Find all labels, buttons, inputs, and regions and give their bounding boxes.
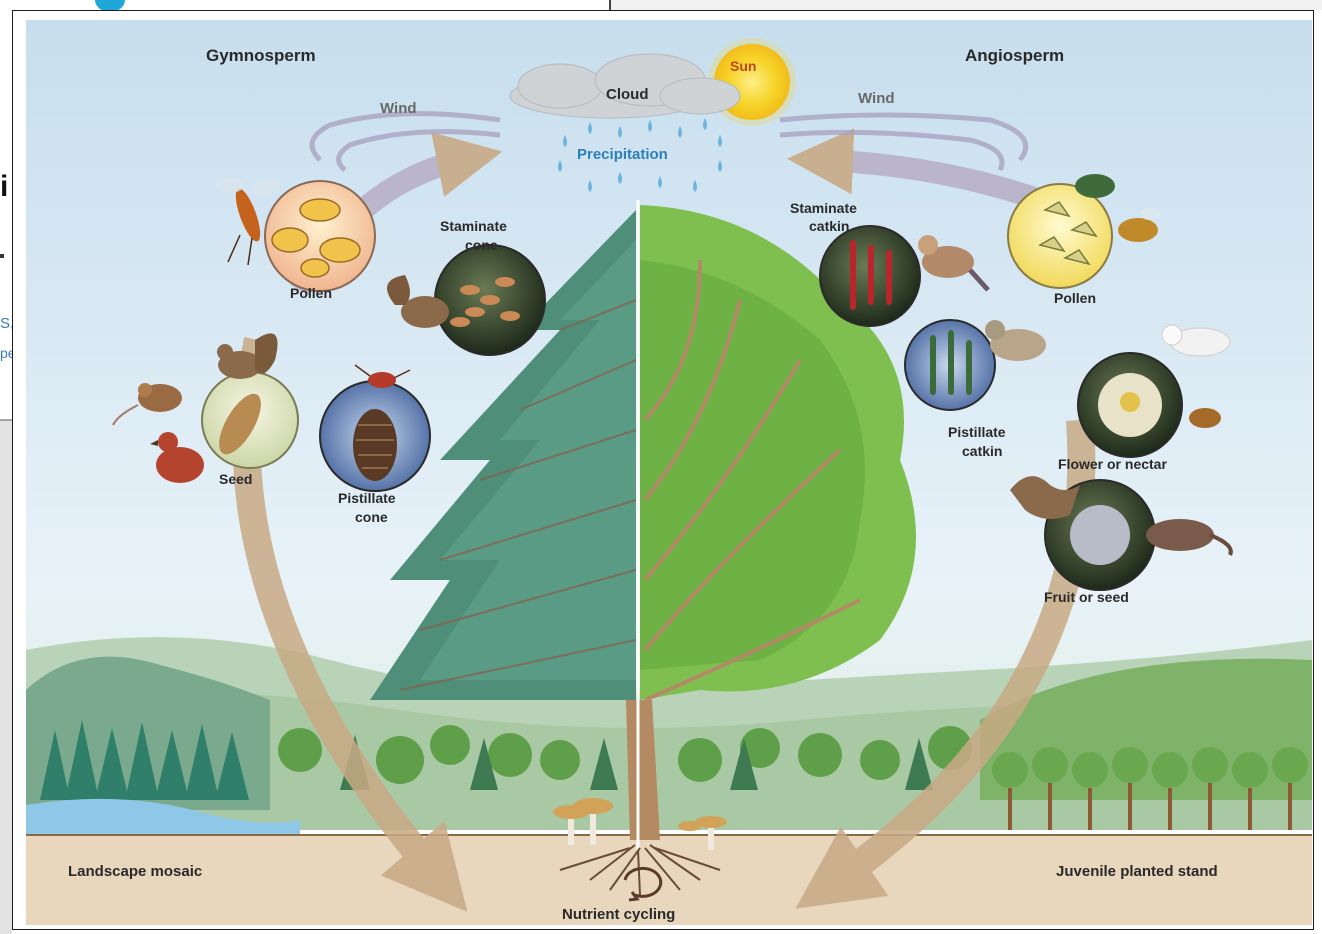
- label-wind-left: Wind: [380, 100, 417, 117]
- label-pistillate-catkin-line1: Pistillate: [948, 424, 1006, 440]
- label-pistillate-cone-line2: cone: [355, 509, 388, 525]
- label-nutrient-cycling: Nutrient cycling: [562, 906, 675, 923]
- title-angiosperm: Angiosperm: [965, 46, 1064, 65]
- flower-nectar-circle: [1078, 353, 1182, 457]
- label-staminate-cone-line1: Staminate: [440, 218, 507, 234]
- bumblebee-illustration: [1189, 408, 1221, 428]
- label-pistillate-catkin-line2: catkin: [962, 443, 1002, 459]
- angiosperm-pollen-circle: [1008, 184, 1112, 288]
- label-gymnosperm-pollen: Pollen: [290, 285, 332, 301]
- label-cloud: Cloud: [606, 86, 649, 103]
- label-angiosperm-pollen: Pollen: [1054, 290, 1096, 306]
- title-gymnosperm: Gymnosperm: [206, 46, 316, 65]
- label-wind-right: Wind: [858, 90, 895, 107]
- label-juvenile-planted-stand: Juvenile planted stand: [1056, 863, 1218, 880]
- label-sun: Sun: [730, 58, 756, 74]
- label-gymnosperm-seed: Seed: [219, 471, 252, 487]
- gymnosperm-seed-circle: [202, 372, 298, 468]
- gymnosperm-pollen-circle: [265, 181, 375, 291]
- label-staminate-catkin-line2: catkin: [809, 218, 849, 234]
- staminate-cone-circle: [435, 245, 545, 355]
- label-staminate-catkin-line1: Staminate: [790, 200, 857, 216]
- label-pistillate-cone-line1: Pistillate: [338, 490, 396, 506]
- beetle-top-illustration: [1075, 174, 1115, 198]
- pistillate-cone-circle: [320, 381, 430, 491]
- label-landscape-mosaic: Landscape mosaic: [68, 863, 202, 880]
- pistillate-catkin-circle: [905, 320, 995, 410]
- label-flower-nectar: Flower or nectar: [1058, 456, 1167, 472]
- label-staminate-cone-line2: cone: [465, 237, 498, 253]
- label-fruit-seed: Fruit or seed: [1044, 589, 1129, 605]
- label-precipitation: Precipitation: [577, 146, 668, 163]
- staminate-catkin-circle: [820, 226, 920, 326]
